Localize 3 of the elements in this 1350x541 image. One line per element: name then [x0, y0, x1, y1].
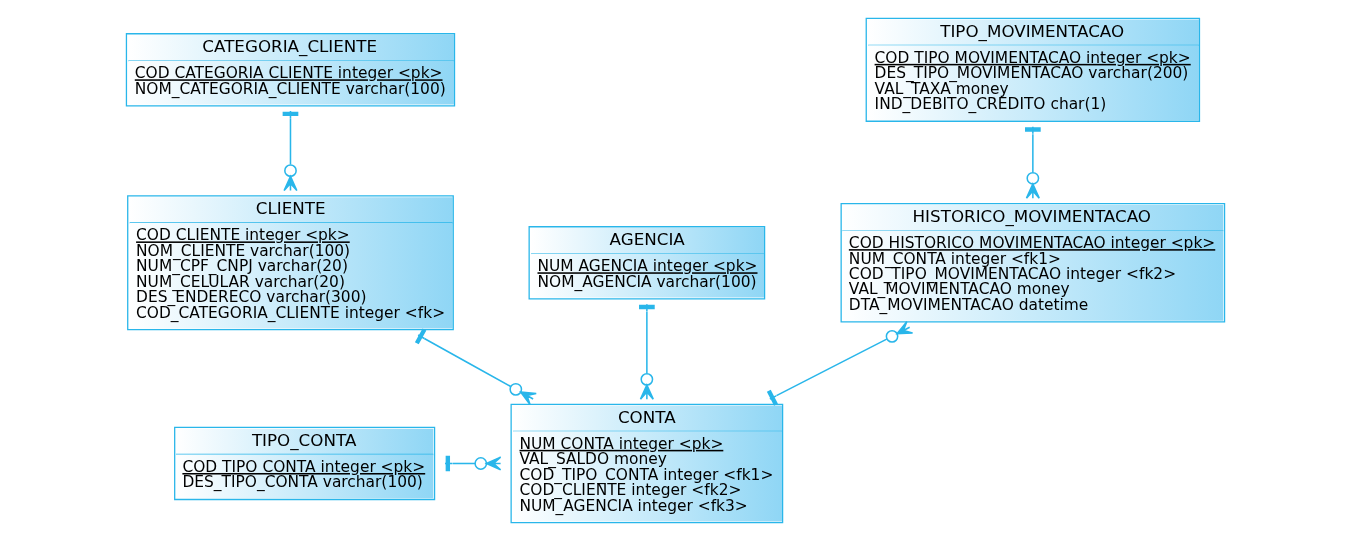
connector: [414, 328, 537, 406]
connector: [1024, 125, 1041, 199]
connector: [766, 320, 913, 406]
